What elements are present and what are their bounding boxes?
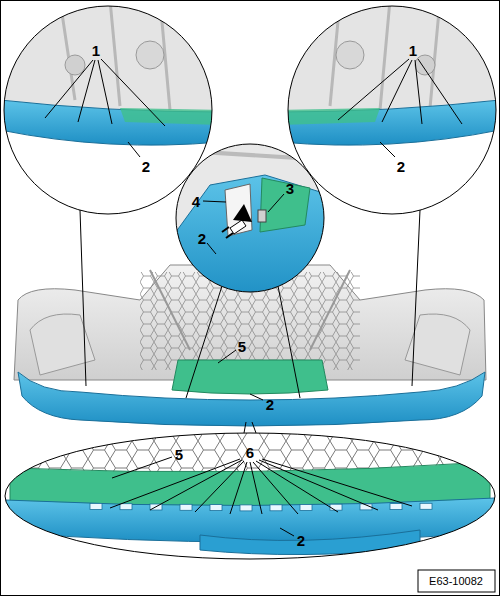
- detail-bottom: [0, 430, 500, 570]
- callout-number: 2: [297, 533, 305, 548]
- clip-slot: [210, 505, 222, 511]
- clip-slot: [120, 504, 132, 510]
- callout-number: 5: [175, 447, 183, 462]
- callout-number: 4: [192, 194, 200, 209]
- callout-number: 3: [286, 181, 294, 196]
- callout-number: 1: [92, 43, 100, 58]
- clip-slot: [270, 505, 282, 511]
- callout-number: 6: [246, 445, 254, 460]
- callout-number: 2: [198, 231, 206, 246]
- leader-lines: [45, 59, 462, 536]
- clip-slot: [390, 504, 402, 510]
- callout-number: 2: [397, 159, 405, 174]
- clip-slot: [240, 505, 252, 511]
- figure-number: E63-10082: [429, 576, 483, 587]
- clip-slot: [90, 503, 102, 509]
- detail-middle: [170, 140, 330, 300]
- clip-slot: [420, 503, 432, 509]
- callout-number: 1: [409, 43, 417, 58]
- clip-slot: [300, 505, 312, 511]
- clip-slot: [180, 504, 192, 510]
- callout-number: 5: [238, 339, 246, 354]
- figure-id-box: [418, 570, 495, 592]
- callout-number: 2: [266, 397, 274, 412]
- callout-number: 2: [142, 159, 150, 174]
- direction-arrow: [222, 204, 252, 238]
- clip-slot: [330, 504, 342, 510]
